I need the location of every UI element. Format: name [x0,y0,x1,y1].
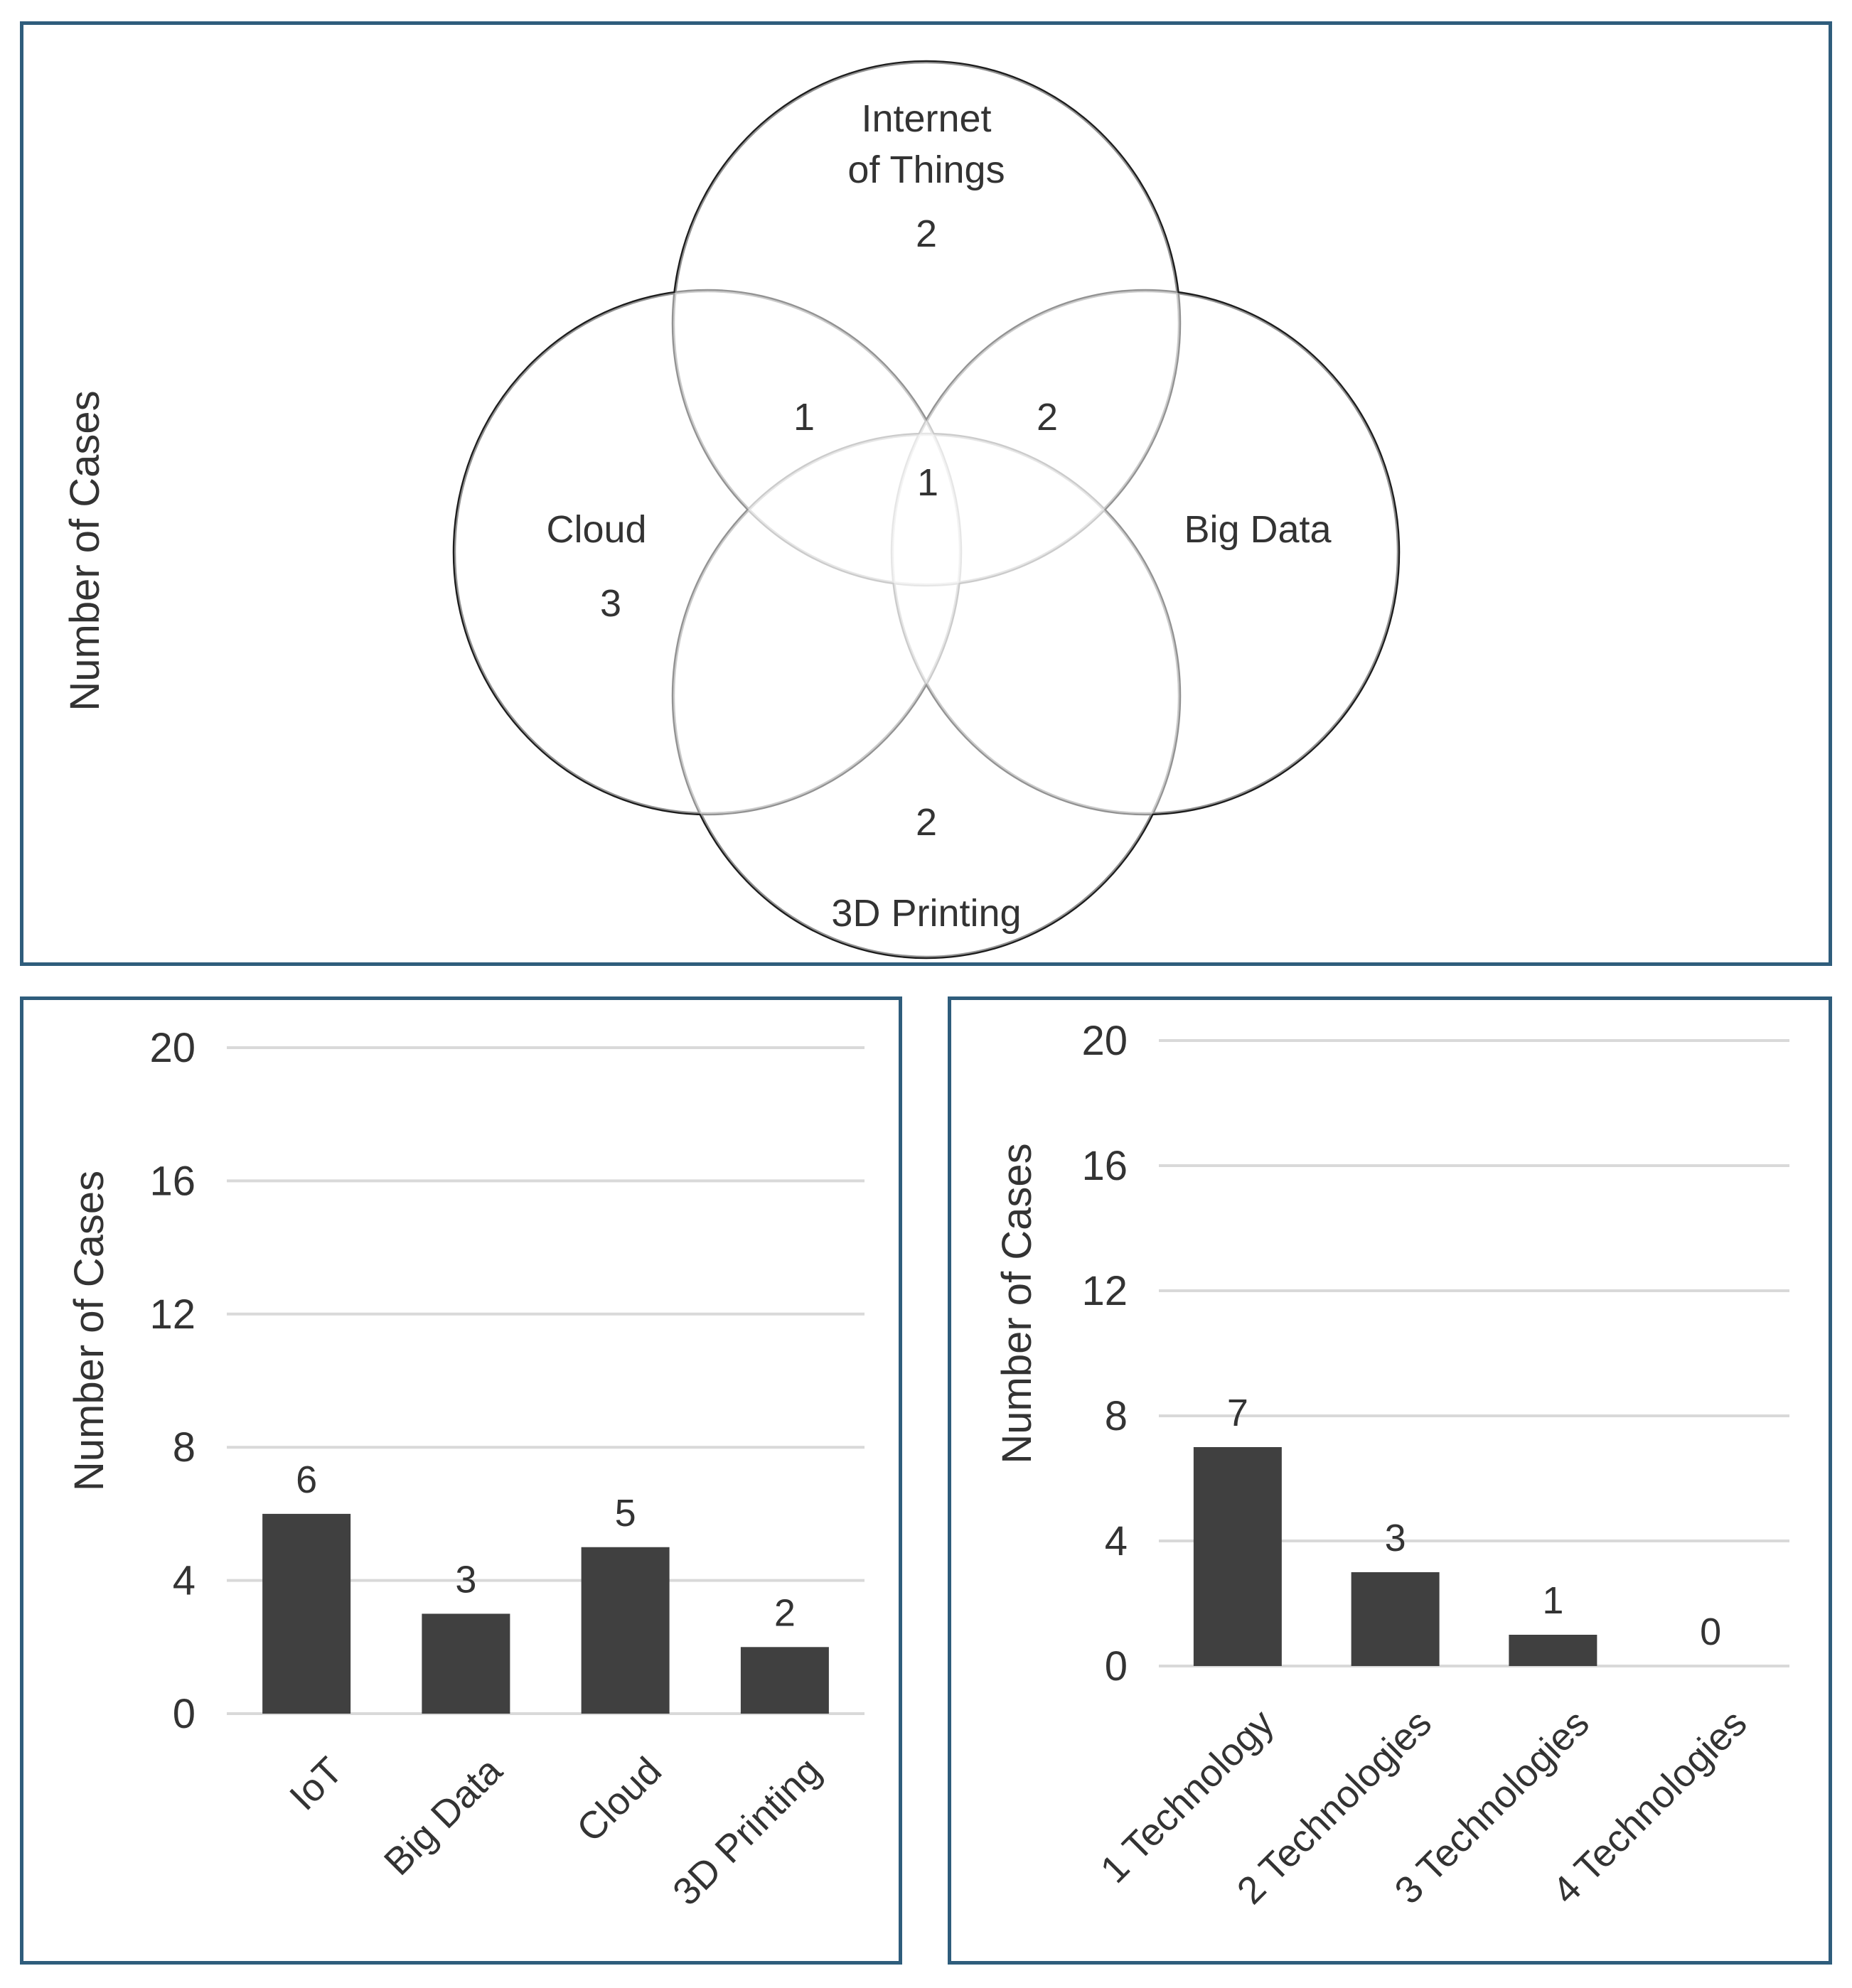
y-tick-label: 4 [1105,1518,1128,1564]
x-category-label: 3D Printing [665,1749,829,1913]
x-category-label: Big Data [376,1748,511,1884]
venn-set-count-printing: 2 [916,801,937,844]
y-tick-label: 12 [149,1291,196,1338]
venn-overlap-count-0: 1 [793,396,815,439]
bar-1 [1351,1572,1440,1666]
y-tick-label: 8 [173,1424,196,1471]
y-tick-label: 20 [149,1025,196,1071]
y-tick-label: 8 [1105,1393,1128,1439]
bar-3 [740,1647,829,1714]
venn-ellipse-fill-printing [673,434,1179,957]
x-category-label: Cloud [569,1749,670,1850]
y-tick-label: 16 [1081,1143,1128,1189]
x-category-label: IoT [282,1749,351,1819]
y-tick-label: 0 [173,1691,196,1737]
bar-value-label: 0 [1700,1611,1721,1653]
bar-value-label: 6 [296,1458,317,1501]
venn-set-label-iot: of Things [847,149,1005,191]
venn-set-count-iot: 2 [916,213,937,255]
bar-value-label: 1 [1542,1579,1563,1622]
bar-2 [581,1547,670,1714]
y-axis-title: Number of Cases [66,1171,112,1491]
y-tick-label: 20 [1081,1018,1128,1064]
y-tick-label: 4 [173,1558,196,1604]
venn-overlap-count-1: 2 [1037,396,1058,439]
venn-set-label-bigdata: Big Data [1184,508,1332,551]
venn-overlap-count-2: 1 [917,461,938,504]
bar-2 [1509,1635,1597,1666]
y-axis-title: Number of Cases [994,1143,1040,1463]
y-tick-label: 0 [1105,1643,1128,1689]
bar-value-label: 5 [615,1492,636,1535]
y-tick-label: 16 [149,1158,196,1204]
venn-set-count-cloud: 3 [600,582,621,625]
bar-0 [262,1513,351,1714]
bar-1 [422,1613,510,1714]
venn-set-label-cloud: Cloud [546,508,646,551]
y-tick-label: 12 [1081,1268,1128,1314]
venn-set-label-iot: Internet [861,97,991,140]
venn-y-axis-title: Number of Cases [62,390,108,711]
bar-value-label: 2 [774,1591,796,1634]
bar-0 [1193,1447,1282,1666]
bar-value-label: 3 [1385,1517,1406,1559]
venn-set-label-printing: 3D Printing [831,892,1021,935]
bar-value-label: 3 [455,1558,476,1601]
bar-value-label: 7 [1227,1392,1248,1434]
